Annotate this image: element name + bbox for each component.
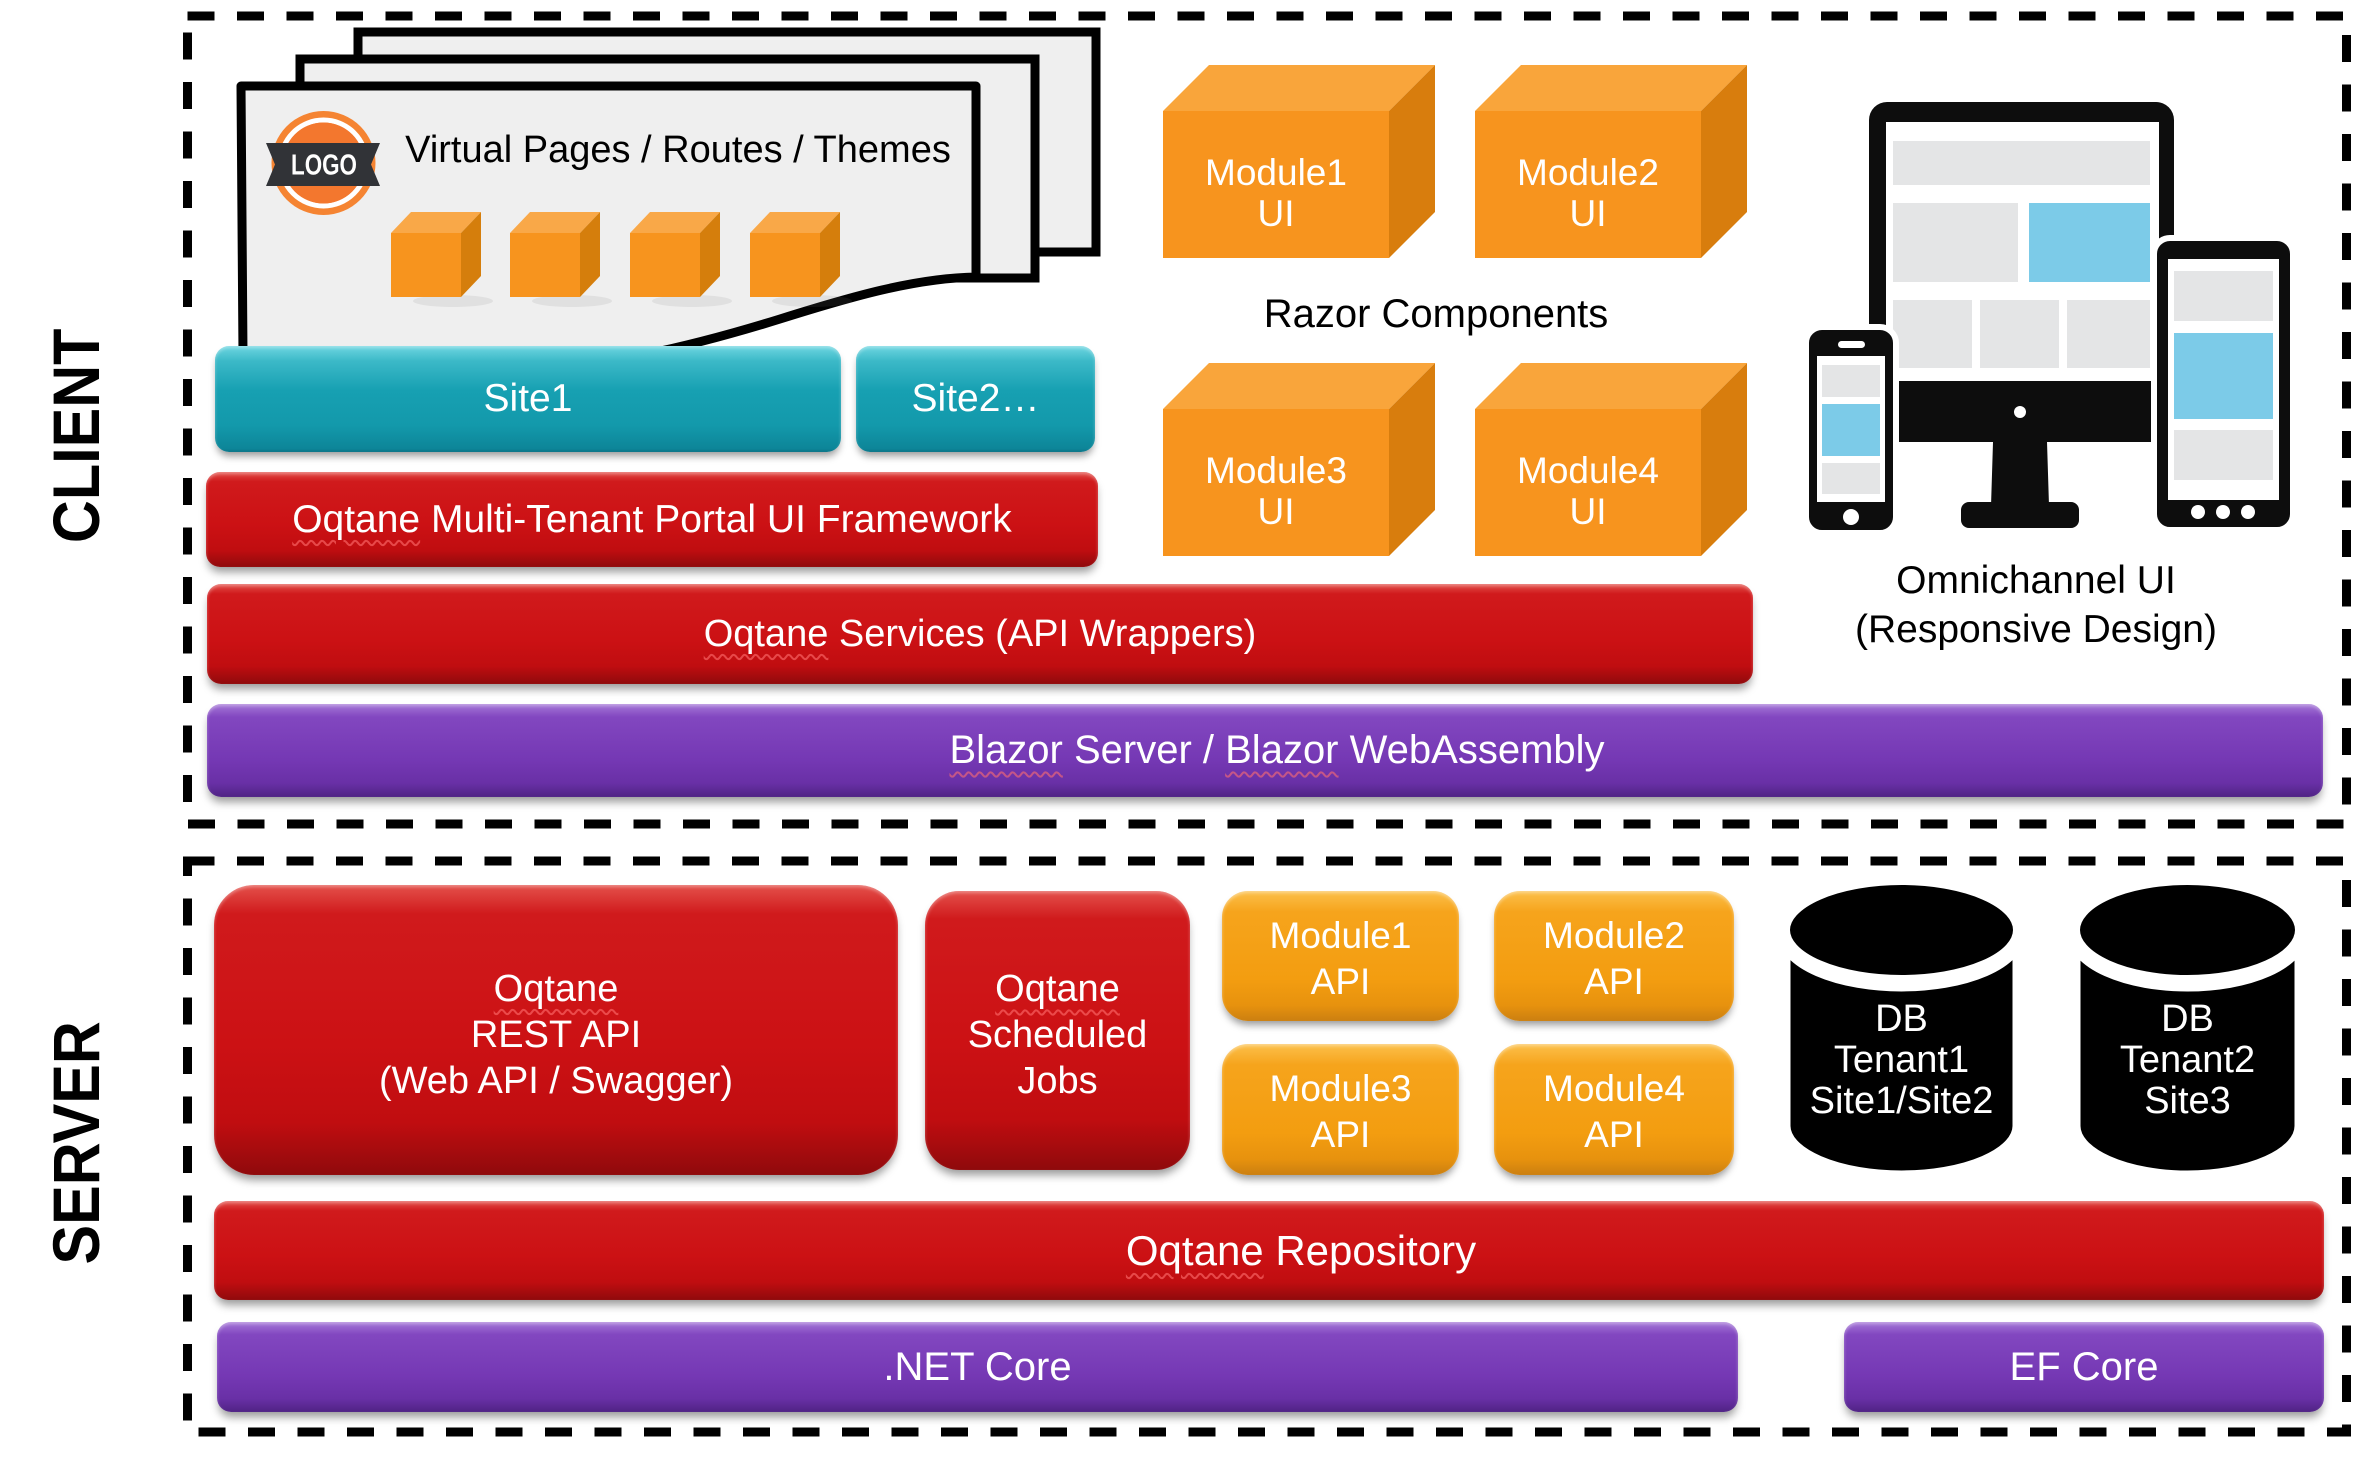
svg-text:LOGO: LOGO [291, 150, 357, 182]
